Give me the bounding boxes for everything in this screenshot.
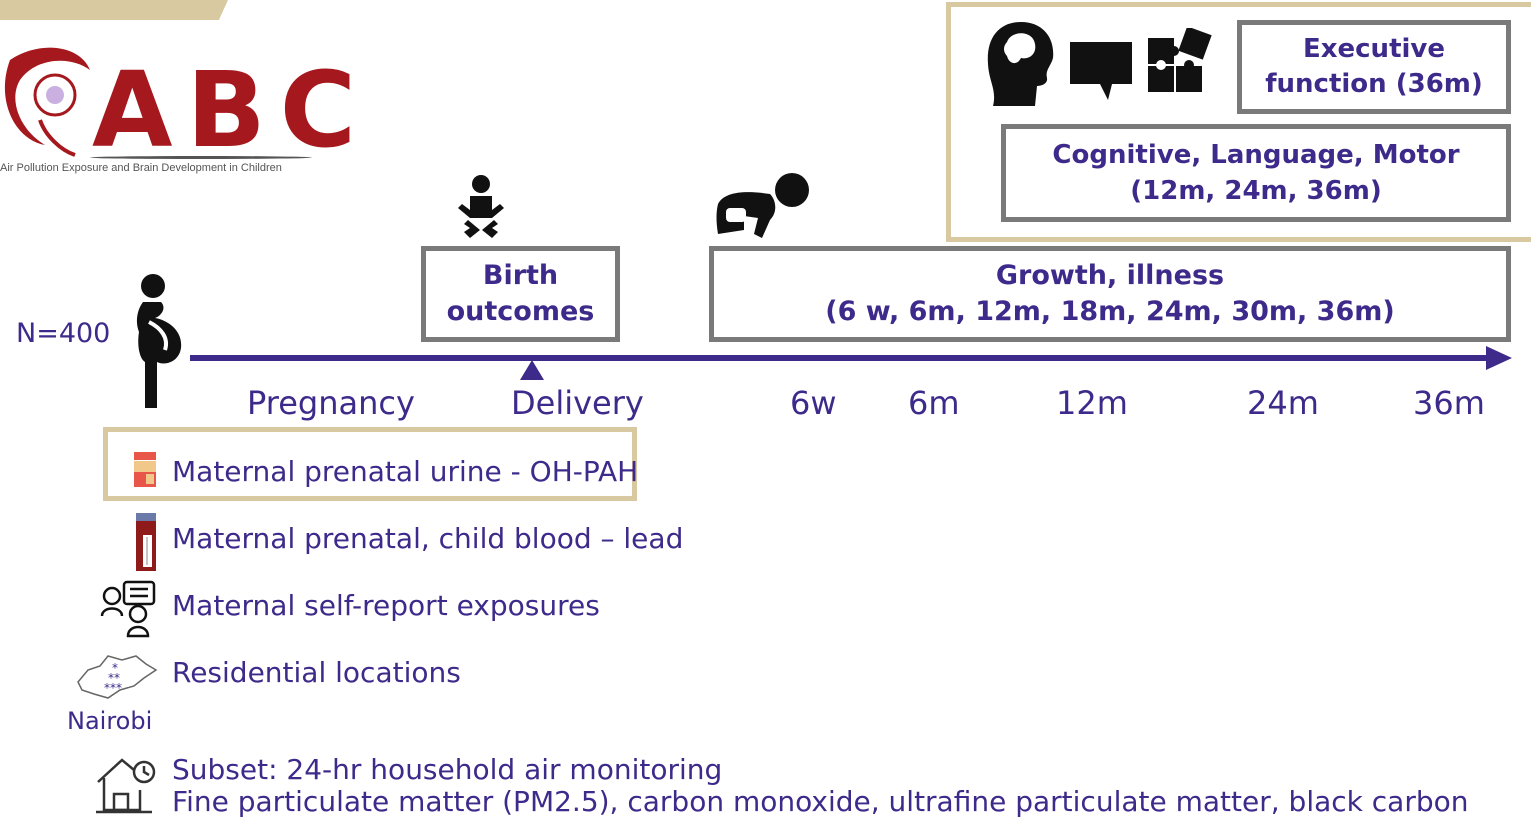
growth-illness-box: Growth, illness (6 w, 6m, 12m, 18m, 24m,…: [709, 246, 1511, 342]
urine-highlight-box: [103, 427, 637, 501]
timeline-label-delivery: Delivery: [511, 384, 644, 422]
timeline-label-6m: 6m: [908, 384, 960, 422]
timeline-label-6w: 6w: [790, 384, 837, 422]
survey-people-icon: [100, 580, 156, 638]
header-accent-bar: [0, 0, 228, 20]
head-profile-icon: [987, 22, 1054, 106]
map-label: Nairobi: [67, 707, 153, 735]
exposure-self-report: Maternal self-report exposures: [172, 589, 600, 622]
abc-logo: ABC Air Pollution Exposure and Brain Dev…: [0, 30, 356, 180]
timeline-arrow: [190, 346, 1512, 370]
svg-text:***: ***: [104, 681, 122, 695]
baby-icon: [458, 175, 504, 238]
house-clock-icon: [96, 758, 156, 814]
timeline-label-12m: 12m: [1056, 384, 1128, 422]
cognitive-label-line2: (12m, 24m, 36m): [1130, 176, 1382, 206]
sample-size-label: N=400: [16, 318, 111, 349]
exposure-air-monitoring-line1: Subset: 24-hr household air monitoring: [172, 753, 723, 786]
exposure-residential: Residential locations: [172, 656, 461, 689]
crawling-baby-icon: [716, 173, 809, 238]
blood-tube-icon: [136, 513, 156, 571]
urine-container-icon: [134, 452, 156, 487]
neurodevelopment-panel: [946, 2, 1531, 242]
exposure-urine: Maternal prenatal urine - OH-PAH: [172, 455, 639, 488]
growth-illness-line2: (6 w, 6m, 12m, 18m, 24m, 30m, 36m): [825, 296, 1395, 327]
cognitive-label-line1: Cognitive, Language, Motor: [1052, 140, 1460, 170]
exposure-air-monitoring-line2: Fine particulate matter (PM2.5), carbon …: [172, 785, 1469, 818]
timeline-label-36m: 36m: [1413, 384, 1485, 422]
mother-child-logo-icon: [4, 47, 90, 157]
cognitive-box: Cognitive, Language, Motor (12m, 24m, 36…: [1001, 124, 1511, 222]
speech-bubble-icon: [1070, 42, 1132, 100]
logo-swoosh: [90, 156, 312, 159]
growth-illness-line1: Growth, illness: [995, 260, 1225, 291]
exposure-blood: Maternal prenatal, child blood – lead: [172, 522, 684, 555]
executive-function-label: Executive function (36m): [1265, 34, 1483, 99]
executive-function-box: Executive function (36m): [1237, 20, 1511, 114]
logo-tagline: Air Pollution Exposure and Brain Develop…: [0, 162, 282, 174]
nairobi-map-icon: * ** ***: [77, 655, 158, 699]
timeline-label-24m: 24m: [1247, 384, 1319, 422]
birth-outcomes-line2: outcomes: [446, 296, 595, 327]
delivery-marker-icon: [520, 360, 544, 380]
logo-letters: ABC: [92, 49, 371, 171]
birth-outcomes-box: Birth outcomes: [421, 246, 620, 342]
svg-text:*: *: [112, 661, 118, 675]
svg-text:**: **: [108, 671, 120, 685]
pregnant-woman-icon: [136, 274, 182, 408]
puzzle-icon: [1148, 28, 1212, 92]
birth-outcomes-line1: Birth: [482, 260, 559, 291]
timeline-label-pregnancy: Pregnancy: [247, 384, 415, 422]
